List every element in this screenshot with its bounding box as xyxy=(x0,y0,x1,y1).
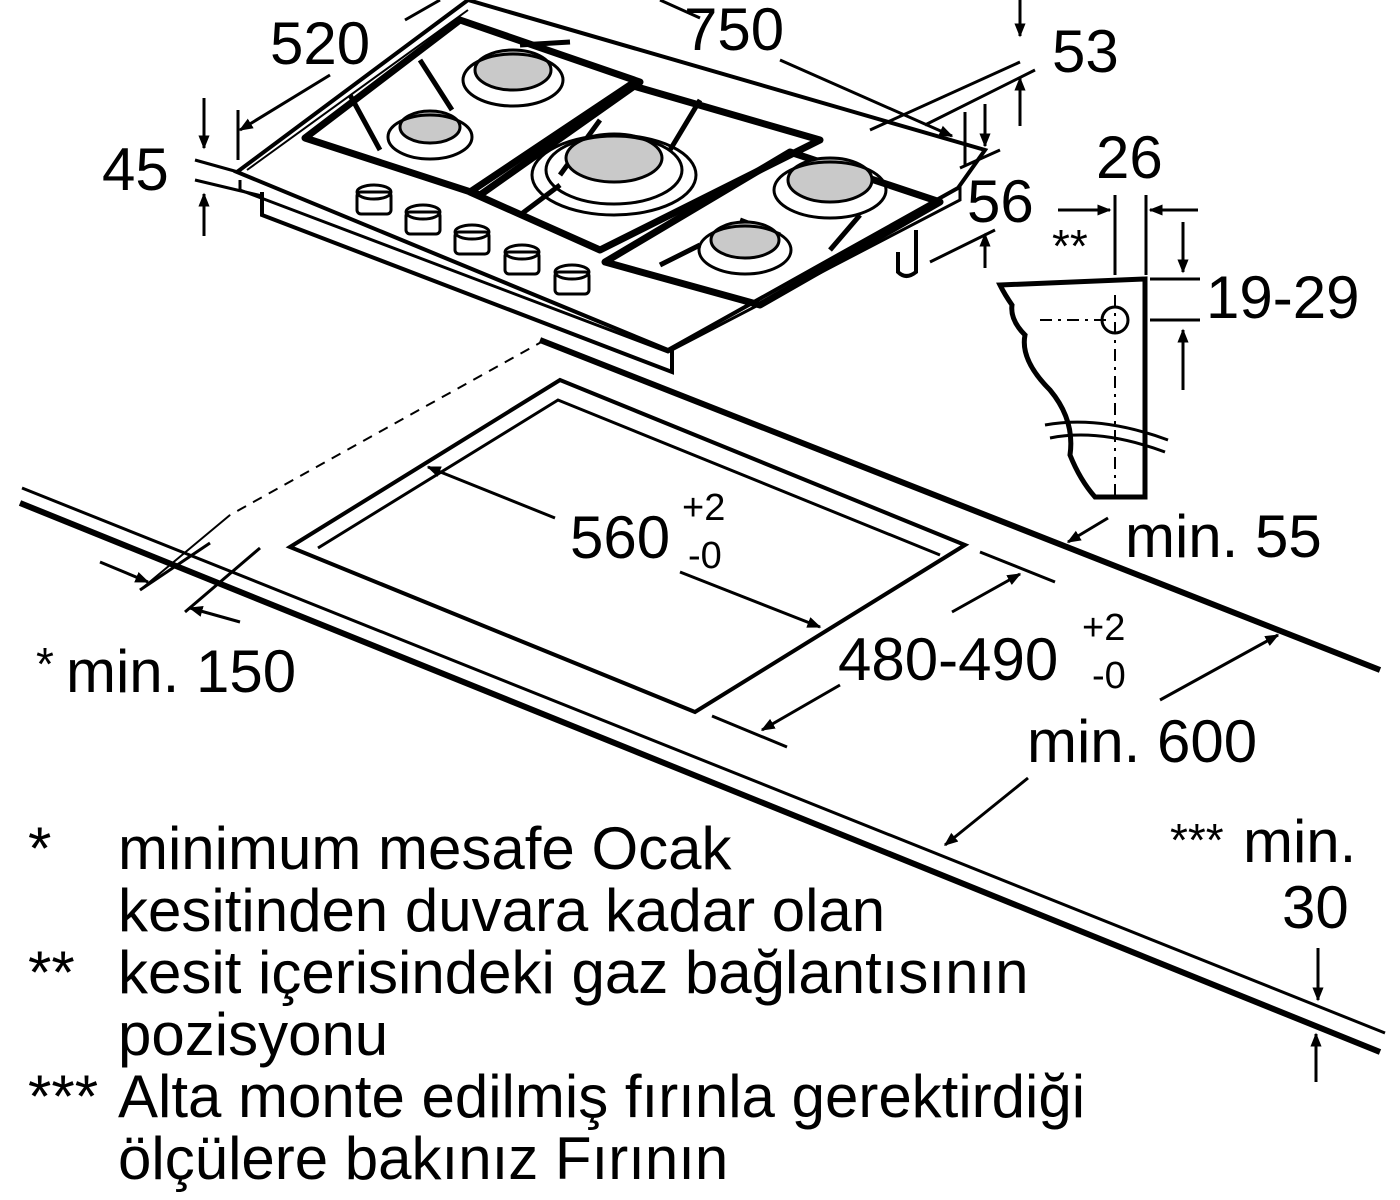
min-wall-distance-label: min. 150 xyxy=(66,638,296,705)
dim-rear-offset-label: 53 xyxy=(1052,18,1119,85)
cutout-inner xyxy=(317,398,941,557)
footnote-text: kesit içerisindeki gaz bağlantısının poz… xyxy=(118,942,1228,1066)
footnote-line: kesit içerisindeki gaz bağlantısının xyxy=(118,939,1029,1006)
pan-supports xyxy=(301,16,944,309)
hob-top-plate xyxy=(232,0,989,353)
burners xyxy=(386,48,888,276)
min-oven-gap-value: 30 xyxy=(1282,874,1349,941)
worktop-section-detail xyxy=(996,276,1169,500)
min-worktop-depth-label: min. 600 xyxy=(1027,708,1257,775)
footnote-text: Alta monte edilmiş fırınla gerektirdiği … xyxy=(118,1066,1228,1190)
cutout-outline xyxy=(285,377,970,715)
dim-gas-horizontal-label: 26 xyxy=(1096,124,1163,191)
min-wall-distance-mark: * xyxy=(36,638,54,690)
footnote-2: ** kesit içerisindeki gaz bağlantısının … xyxy=(28,942,1228,1066)
footnote-line: kesitinden duvara kadar olan xyxy=(118,877,886,944)
dim-depth-label: 520 xyxy=(270,10,370,77)
worktop-front-edge xyxy=(18,500,1382,1055)
footnote-mark: * xyxy=(28,815,52,882)
footnotes: * minimum mesafe Ocak kesitinden duvara … xyxy=(28,818,1228,1190)
dim-height-label: 45 xyxy=(102,136,169,203)
hob-illustration xyxy=(232,0,989,375)
footnote-1: * minimum mesafe Ocak kesitinden duvara … xyxy=(28,818,1228,942)
dimension-lines xyxy=(99,0,1324,1082)
footnote-line: minimum mesafe Ocak xyxy=(118,815,732,882)
hob-base xyxy=(260,192,674,375)
gas-connector xyxy=(896,230,918,278)
worktop xyxy=(18,337,1386,1055)
cutout-depth-label: 480-490 xyxy=(838,626,1058,693)
cutout-depth-tol-plus: +2 xyxy=(1082,607,1125,649)
cutout-depth-tol-minus: -0 xyxy=(1092,655,1126,697)
footnote-3: *** Alta monte edilmiş fırınla gerektird… xyxy=(28,1066,1228,1190)
cutout-width-label: 560 xyxy=(570,504,670,571)
dim-width-label: 750 xyxy=(684,0,784,63)
dim-connector-label: 56 xyxy=(967,168,1034,235)
cutout-width-tol-plus: +2 xyxy=(682,487,725,529)
worktop-back-edge xyxy=(21,486,1386,1035)
worktop-rear-edge xyxy=(538,337,1382,673)
min-rear-distance-label: min. 55 xyxy=(1125,503,1322,570)
gas-position-mark: ** xyxy=(1052,220,1088,272)
min-oven-gap-label: min. xyxy=(1243,808,1356,875)
footnote-line: pozisyonu xyxy=(118,1001,389,1068)
cutout-width-tol-minus: -0 xyxy=(688,535,722,577)
dim-gas-vertical-label: 19-29 xyxy=(1206,264,1359,331)
dimension-labels: 520 750 45 53 56 26 ** 19-29 min. 55 560… xyxy=(36,0,1359,941)
footnote-mark: ** xyxy=(28,939,75,1006)
footnote-line: Alta monte edilmiş fırınla gerektirdiği xyxy=(118,1063,1086,1130)
footnote-mark: *** xyxy=(28,1063,99,1130)
control-knobs xyxy=(355,183,591,296)
footnote-line: ölçülere bakınız Fırının xyxy=(118,1125,729,1192)
footnote-text: minimum mesafe Ocak kesitinden duvara ka… xyxy=(118,818,1228,942)
min-oven-gap-mark: *** xyxy=(1170,814,1224,866)
